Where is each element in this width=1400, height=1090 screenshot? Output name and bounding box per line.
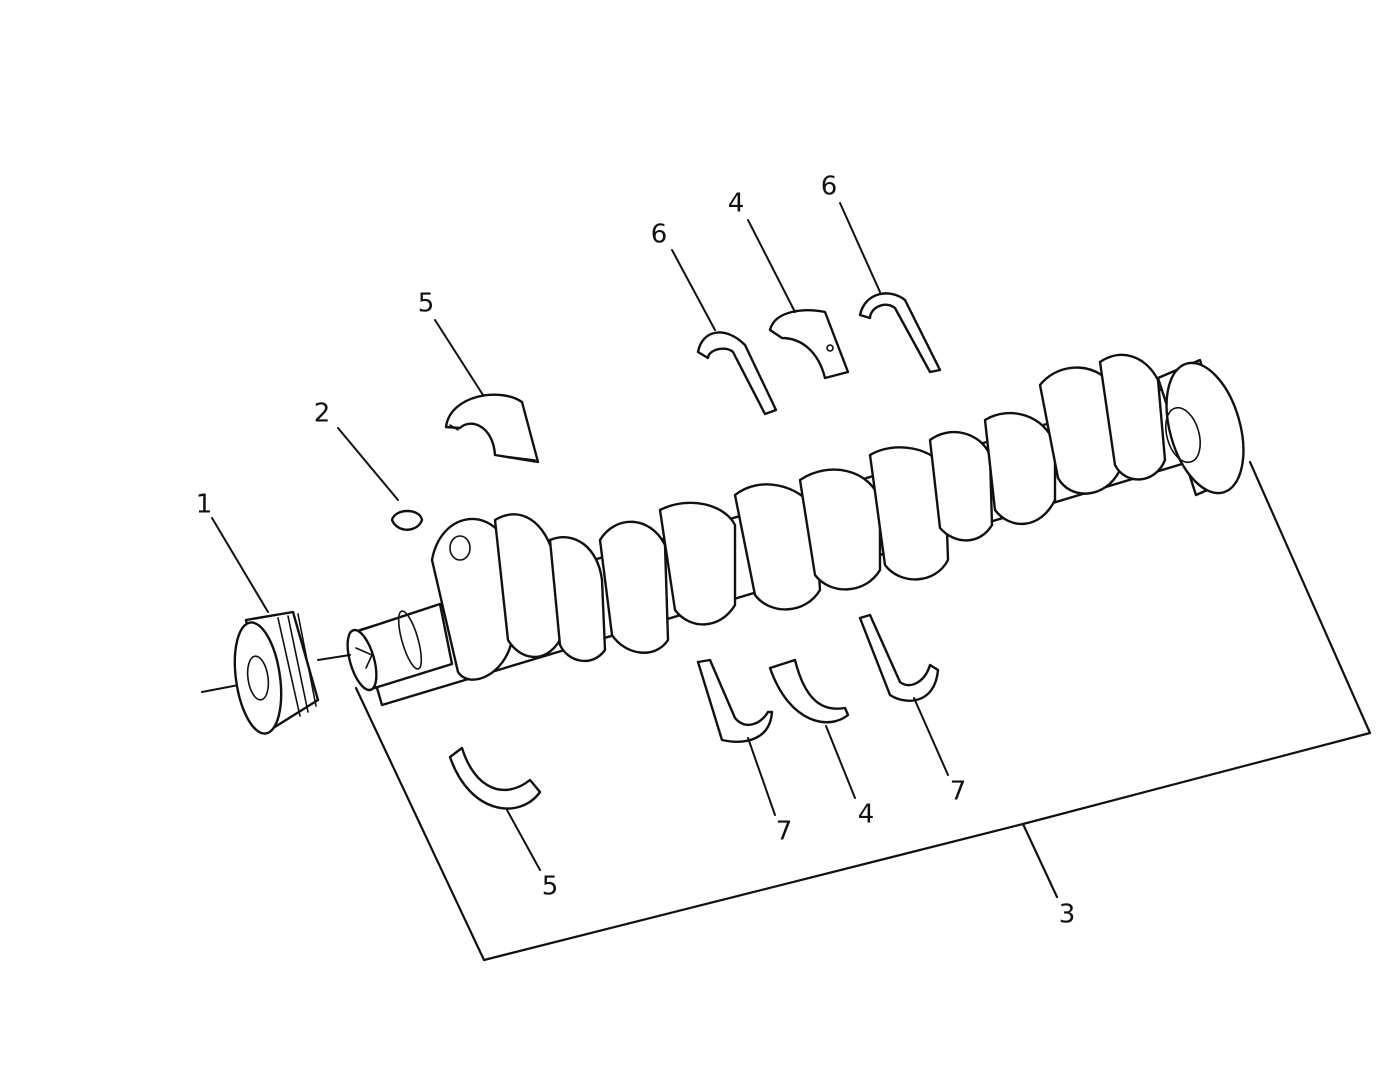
bearing-shell-upper-4 — [768, 309, 850, 380]
callout-7-left: 7 — [776, 817, 793, 847]
callout-5-bottom: 5 — [542, 872, 559, 902]
crankshaft-flange — [1156, 358, 1245, 497]
callout-6-left: 6 — [651, 220, 668, 250]
callout-7-right: 7 — [950, 777, 967, 807]
callout-1: 1 — [196, 490, 213, 520]
bearing-shell-lower-4 — [768, 658, 850, 724]
callout-5-top: 5 — [418, 289, 435, 319]
timing-gear — [201, 610, 351, 735]
woodruff-key — [390, 509, 424, 531]
callouts: 1 2 3 4 4 5 5 6 6 7 7 — [196, 172, 1076, 930]
callout-2: 2 — [314, 399, 331, 429]
crankshaft-webs — [493, 353, 1167, 663]
callout-4-bottom: 4 — [858, 800, 875, 830]
callout-4-top: 4 — [728, 189, 745, 219]
thrust-washer-6-right — [858, 292, 942, 374]
thrust-washer-7-left — [696, 658, 774, 743]
callout-6-right: 6 — [821, 172, 838, 202]
crankshaft-nose — [346, 602, 454, 692]
bearing-shell-lower-5 — [448, 746, 542, 810]
leader-lines — [211, 202, 949, 871]
crankshaft — [346, 353, 1245, 707]
thrust-washer-7-right — [858, 613, 940, 702]
callout-3: 3 — [1059, 900, 1076, 930]
thrust-washer-6-left — [696, 331, 778, 416]
bearing-shell-upper-5 — [444, 393, 540, 464]
assembly-bracket — [354, 460, 1372, 962]
